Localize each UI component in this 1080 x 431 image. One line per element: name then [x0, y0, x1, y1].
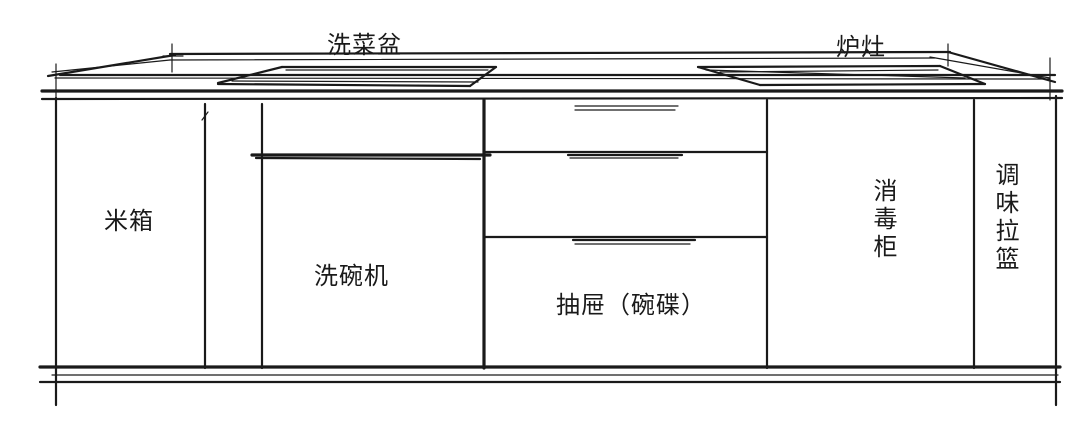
disinfection-cabinet-label: 消毒柜	[869, 178, 897, 262]
dishwasher-label: 洗碗机	[314, 262, 389, 290]
dishwasher-rail	[250, 153, 492, 161]
rice-bin-label: 米箱	[104, 207, 154, 235]
cabinet-body	[38, 94, 1062, 407]
stove-label: 炉灶	[836, 33, 886, 61]
countertop	[40, 43, 1064, 103]
drawers-label: 抽屉（碗碟）	[556, 291, 706, 319]
sink-outline	[216, 65, 498, 88]
seasoning-basket-label: 调味拉篮	[991, 162, 1019, 274]
drawer-fronts	[482, 150, 769, 239]
stove-outline	[696, 64, 987, 87]
cabinet-dividers	[201, 98, 976, 370]
drawer-handles	[566, 105, 697, 245]
sink-label: 洗菜盆	[327, 31, 402, 59]
